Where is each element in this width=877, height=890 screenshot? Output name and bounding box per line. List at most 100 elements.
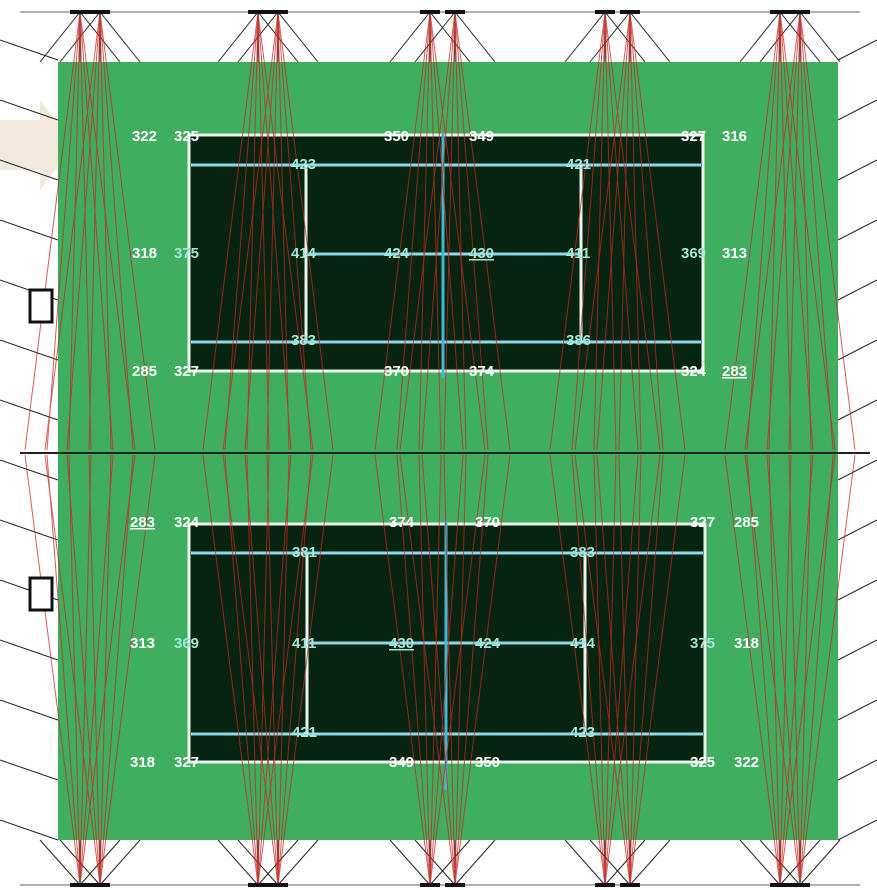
pole-bottom [445,883,465,887]
red-ray [68,454,81,886]
black-ray [837,819,877,841]
lux-top-outer-right-3: 283 [722,363,747,380]
red-ray [79,454,114,886]
red-ray [788,454,801,886]
black-ray [589,11,631,63]
red-ray [421,11,456,451]
red-ray [744,11,801,451]
red-ray [418,454,431,886]
lux-bottom-baseline-bottom-2: 350 [475,754,500,771]
red-ray [277,11,334,451]
red-ray [68,11,81,451]
black-ray [237,11,279,63]
lux-top-outer-right-2: 313 [722,245,747,262]
red-ray [277,11,290,451]
red-ray [593,454,606,886]
red-ray [99,454,112,886]
black-ray [629,11,671,63]
red-ray [277,454,334,886]
black-ray [99,839,141,886]
black-ray [59,11,101,63]
red-ray [79,11,136,451]
red-ray [222,11,279,451]
black-ray [837,99,877,121]
red-ray [443,454,456,886]
red-ray [421,454,456,886]
pole-top [420,10,440,14]
lux-top-baseline-bottom-2: 374 [469,363,495,380]
red-ray [454,454,489,886]
red-ray [202,11,259,451]
black-ray [414,839,456,886]
lux-bottom-service-bottom-2: 423 [570,724,595,741]
red-ray [574,11,631,451]
red-ray [429,11,486,451]
red-ray [99,11,156,451]
pole-top [445,10,465,14]
lux-top-baseline-bottom-1: 370 [384,363,409,380]
black-ray [564,839,606,886]
red-ray [766,454,801,886]
red-ray [224,454,259,886]
red-ray [24,11,81,451]
pole-bottom [595,883,615,887]
black-ray [837,699,877,721]
red-ray [99,454,156,886]
pole-bottom [420,883,440,887]
pole-top [90,10,110,14]
red-ray [202,454,259,886]
red-ray [266,11,279,451]
red-ray [224,11,259,451]
red-ray [571,454,606,886]
red-ray [593,11,606,451]
black-ray [564,11,606,63]
lux-top-outer-left-3: 285 [132,363,157,380]
black-ray [629,839,671,886]
lux-bottom-baseline-top-2: 370 [475,514,500,531]
black-ray [759,11,801,63]
red-light-rays [24,11,856,886]
lux-bottom-outer-right-2: 318 [734,635,759,652]
red-ray [443,11,456,451]
black-ray [0,519,59,541]
lux-bottom-center-2: 430 [389,635,414,652]
lux-top-baseline-top-1: 350 [384,128,409,145]
red-ray [246,11,259,451]
red-ray [744,454,801,886]
lux-bottom-side-right: 375 [690,635,715,652]
red-ray [99,11,134,451]
pole-top [595,10,615,14]
red-ray [454,454,511,886]
red-ray [429,454,486,886]
red-ray [766,11,801,451]
red-ray [549,11,606,451]
black-ray [217,11,259,63]
red-ray [604,11,617,451]
red-ray [779,11,792,451]
pole-bottom [90,883,110,887]
red-ray [779,11,836,451]
pole-bottom [248,883,268,887]
red-ray [79,11,92,451]
red-ray [779,11,814,451]
red-ray [768,11,781,451]
lux-bottom-corner-bl: 327 [174,754,199,771]
lux-top-center-2: 424 [384,245,410,262]
lux-top-center-1: 414 [291,245,317,262]
red-ray [788,11,801,451]
red-ray [418,11,431,451]
black-ray [739,839,781,886]
pole-top [770,10,790,14]
black-ray [837,759,877,781]
lux-top-service-bottom-1: 383 [291,332,316,349]
black-ray [217,839,259,886]
red-ray [429,454,442,886]
light-poles [70,10,810,887]
black-ray [837,159,877,181]
red-ray [629,454,664,886]
red-ray [604,454,639,886]
red-ray [88,454,101,886]
side-fixture-bottom [28,576,54,612]
red-ray [277,454,290,886]
